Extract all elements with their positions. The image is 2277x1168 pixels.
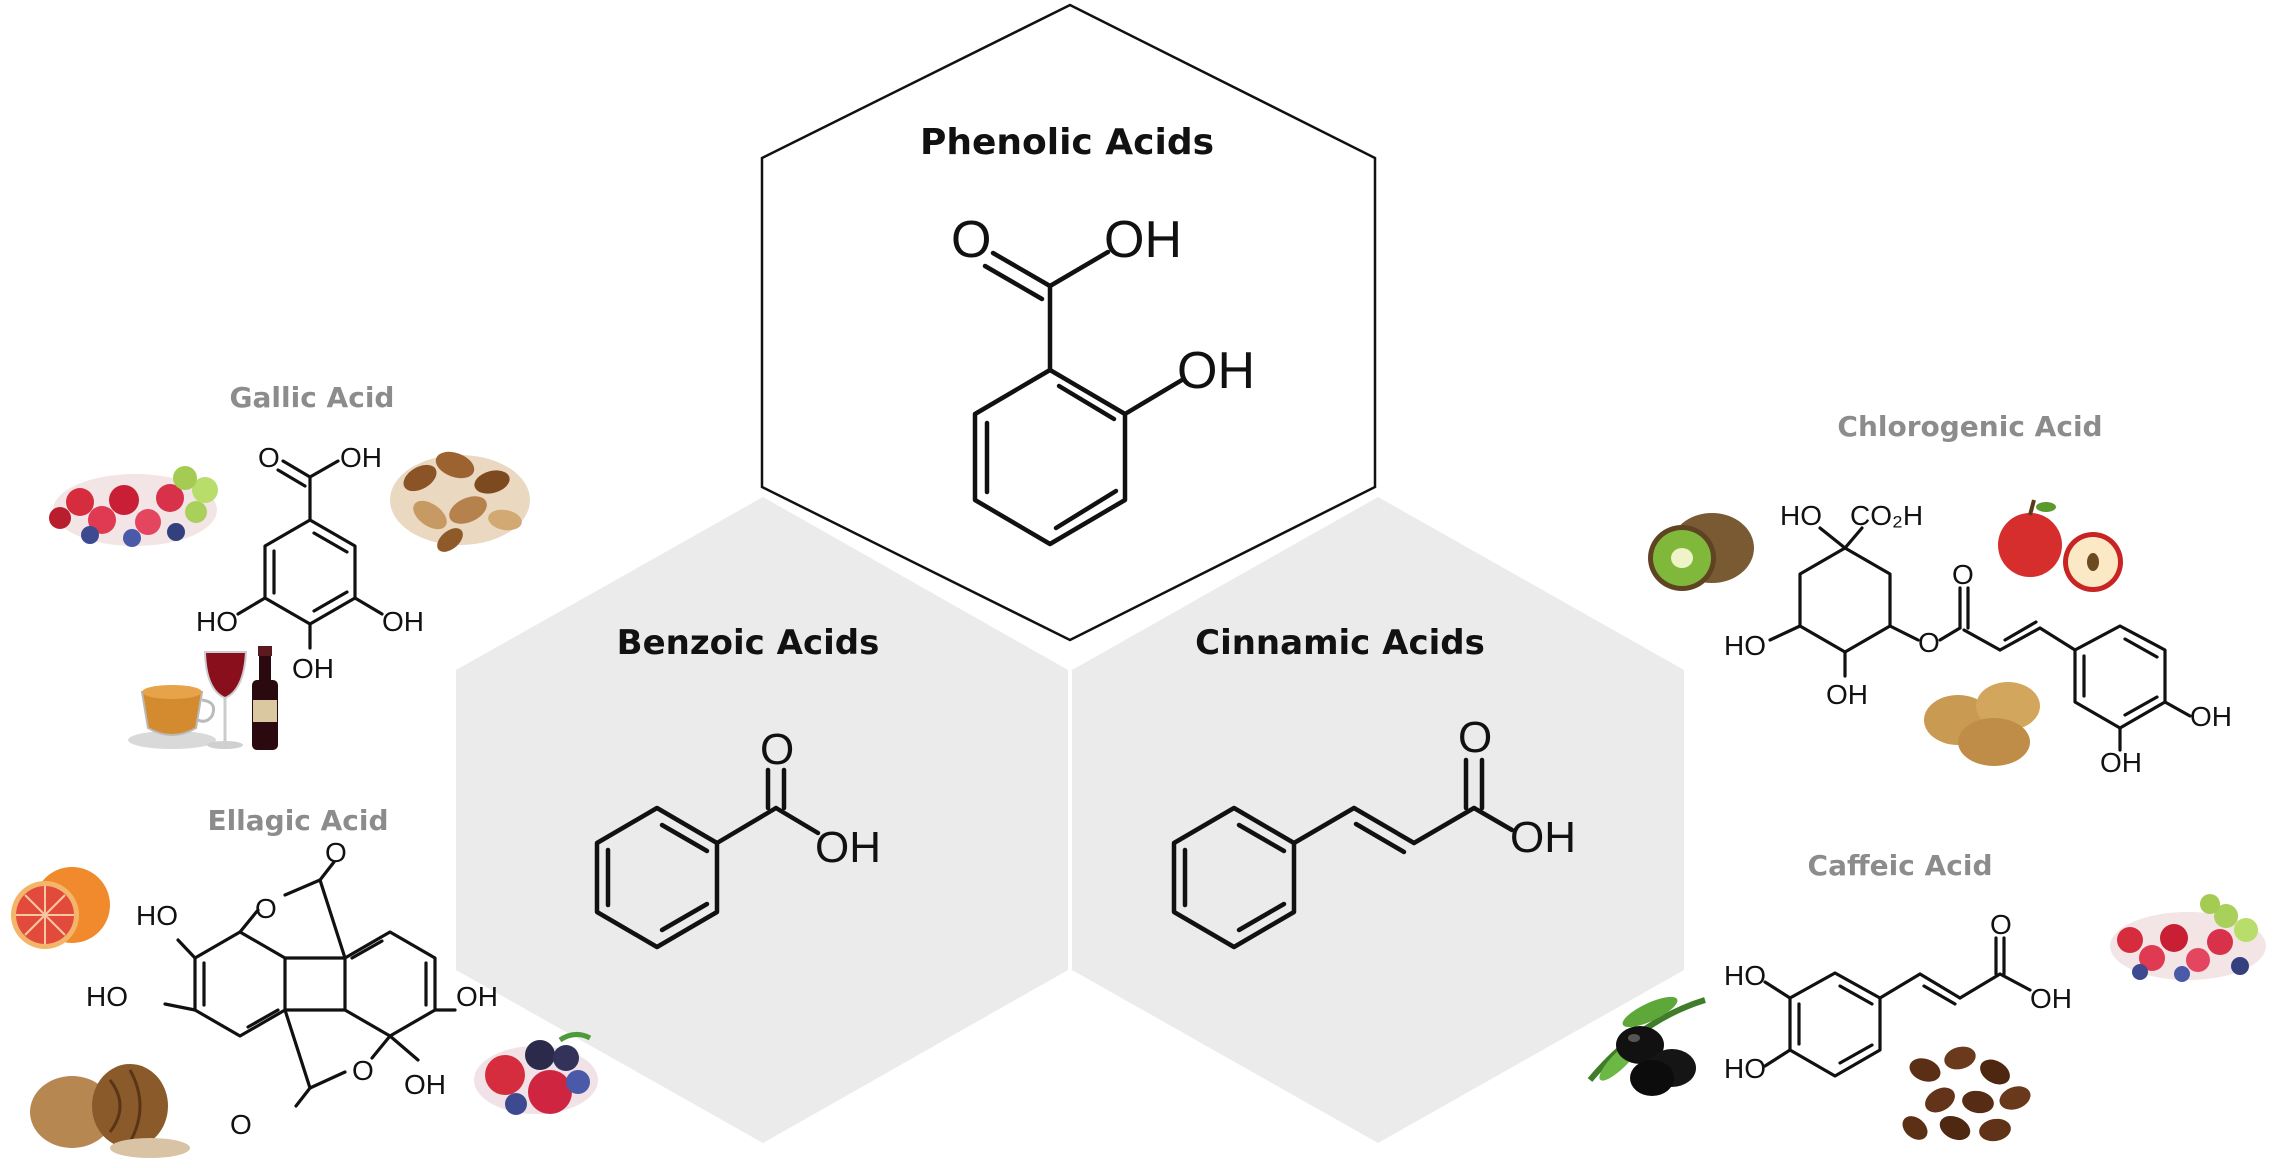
cinnamic-title: Cinnamic Acids bbox=[1195, 623, 1485, 663]
ellagic-ho2-label: HO bbox=[86, 981, 128, 1012]
gallic-left-oh-label: HO bbox=[196, 606, 238, 637]
walnut-icon bbox=[30, 1064, 190, 1158]
olive-icon bbox=[1587, 996, 1706, 1096]
tea-icon bbox=[128, 685, 216, 749]
chlorogenic-acid-structure: HO CO₂H HO OH O O OH OH bbox=[1724, 500, 2232, 778]
caffeic-ho2-label: HO bbox=[1724, 1053, 1766, 1084]
salicylic-acid-structure: O OH OH bbox=[951, 211, 1255, 547]
benzoic-acid-structure: O OH bbox=[594, 725, 881, 950]
ellagic-title: Ellagic Acid bbox=[207, 804, 388, 837]
phenol-oh-label: OH bbox=[1177, 342, 1255, 400]
chlorogenic-carbonyl-o-label: O bbox=[1952, 559, 1974, 590]
carbonyl-o-label: O bbox=[951, 211, 991, 269]
chlorogenic-oh3-label: OH bbox=[1826, 679, 1868, 710]
gallic-acid-structure: O OH HO OH OH bbox=[196, 442, 424, 684]
caffeic-oh-label: OH bbox=[2030, 983, 2072, 1014]
red-wine-icon bbox=[203, 646, 278, 750]
acid-oh-label: OH bbox=[1104, 211, 1182, 269]
berries-icon bbox=[49, 466, 218, 547]
gallic-o-label: O bbox=[258, 442, 280, 473]
chlorogenic-ho-label: HO bbox=[1780, 500, 1822, 531]
gallic-title: Gallic Acid bbox=[230, 381, 395, 414]
chlorogenic-oh5-label: OH bbox=[2100, 747, 2142, 778]
ellagic-oh2-label: OH bbox=[404, 1069, 446, 1100]
ellagic-ring-o1-label: O bbox=[255, 893, 277, 924]
ellagic-oh1-label: OH bbox=[456, 981, 498, 1012]
grapefruit-icon bbox=[11, 867, 110, 949]
ellagic-top-o-label: O bbox=[325, 837, 347, 868]
berries-icon bbox=[2110, 894, 2266, 982]
gallic-bottom-oh-label: OH bbox=[292, 653, 334, 684]
caffeic-title: Caffeic Acid bbox=[1808, 849, 1993, 882]
cinnamic-oh-label: OH bbox=[1510, 813, 1576, 862]
gallic-right-oh-label: OH bbox=[382, 606, 424, 637]
apple-icon bbox=[1998, 499, 2123, 592]
benzoic-hexagon bbox=[456, 497, 1068, 1143]
benzoic-title: Benzoic Acids bbox=[617, 623, 880, 663]
gallic-acid-oh-label: OH bbox=[340, 442, 382, 473]
ellagic-ho1-label: HO bbox=[136, 900, 178, 931]
phenolic-title: Phenolic Acids bbox=[920, 122, 1214, 163]
ellagic-acid-structure: O O O O HO HO OH OH bbox=[86, 837, 498, 1140]
benzoic-o-label: O bbox=[760, 725, 794, 774]
ellagic-ring-o2-label: O bbox=[352, 1055, 374, 1086]
berries-icon bbox=[474, 1032, 598, 1115]
chlorogenic-ester-o-label: O bbox=[1918, 627, 1940, 658]
chlorogenic-oh4-label: OH bbox=[2190, 701, 2232, 732]
coffee-beans-icon bbox=[1902, 1046, 2031, 1142]
caffeic-ho1-label: HO bbox=[1724, 960, 1766, 991]
phenolic-hexagon bbox=[760, 3, 1377, 642]
potato-icon bbox=[1924, 682, 2040, 766]
chlorogenic-title: Chlorogenic Acid bbox=[1837, 410, 2102, 443]
caffeic-o-label: O bbox=[1990, 909, 2012, 940]
chlorogenic-co2h-label: CO₂H bbox=[1850, 500, 1923, 531]
kiwi-icon bbox=[1648, 513, 1754, 591]
chlorogenic-ho2-label: HO bbox=[1724, 630, 1766, 661]
benzoic-oh-label: OH bbox=[815, 823, 881, 872]
cinnamic-acid-structure: O OH bbox=[1171, 713, 1576, 950]
caffeic-acid-structure: O OH HO HO bbox=[1724, 909, 2072, 1084]
nuts-icon bbox=[390, 451, 530, 552]
ellagic-bottom-o-label: O bbox=[230, 1109, 252, 1140]
cinnamic-o-label: O bbox=[1458, 713, 1492, 762]
